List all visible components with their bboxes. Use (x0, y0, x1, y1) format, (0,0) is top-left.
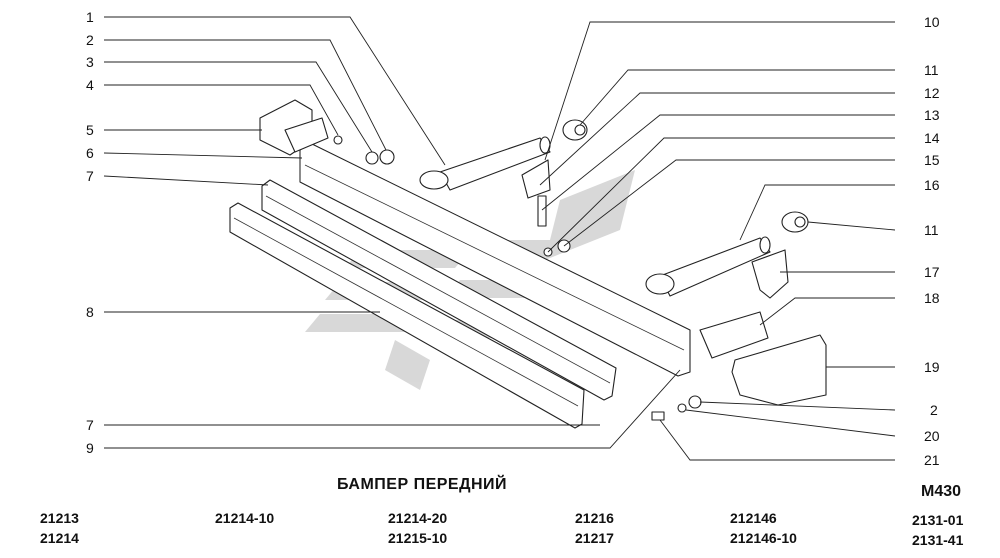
model-code: 21217 (575, 530, 614, 546)
callout-2b: 2 (930, 402, 938, 418)
fasteners-lower (651, 395, 702, 421)
callout-4: 4 (86, 77, 94, 93)
callout-20: 20 (924, 428, 940, 444)
bumper-strip-upper (261, 179, 617, 401)
bracket-left (259, 99, 329, 156)
callout-11b: 11 (924, 222, 939, 238)
callout-2: 2 (86, 32, 94, 48)
leader-lines-left (103, 16, 681, 449)
mounting-tube-left (419, 136, 551, 191)
callout-12: 12 (924, 85, 940, 101)
model-code: 21214 (40, 530, 79, 546)
bumper-end-cap (731, 334, 827, 406)
callout-5: 5 (86, 122, 94, 138)
model-group-3: 21214-20 21215-10 (388, 508, 447, 548)
model-group-5: 212146 212146-10 (730, 508, 797, 548)
model-code: 21215-10 (388, 530, 448, 546)
callout-18: 18 (924, 290, 940, 306)
leader-lines-right (539, 21, 896, 461)
callouts-left: 1 2 3 4 5 6 7 8 7 9 (86, 9, 94, 456)
model-group-2: 21214-10 (215, 508, 274, 528)
rubber-buffer-lower (781, 211, 809, 233)
model-group-1: 21213 21214 (40, 508, 79, 548)
callout-9: 9 (86, 440, 94, 456)
model-group-4: 21216 21217 (575, 508, 614, 548)
model-code: 212146-10 (730, 530, 797, 546)
callout-3: 3 (86, 54, 94, 70)
callout-14: 14 (924, 130, 940, 146)
callout-17: 17 (924, 264, 940, 280)
model-code: 212146 (730, 510, 777, 526)
model-code: 21213 (40, 510, 79, 526)
callout-13: 13 (924, 107, 940, 123)
callout-10: 10 (924, 14, 940, 30)
model-code: 21214-20 (388, 510, 448, 526)
bumper-strip-lower (229, 202, 585, 429)
callouts-right: 10 11 12 13 14 15 16 11 17 18 19 2 20 21 (924, 14, 940, 468)
callout-7b: 7 (86, 417, 94, 433)
fasteners-left (333, 135, 395, 165)
bracket-12 (521, 159, 551, 199)
diagram-code: М430 (921, 483, 962, 500)
callout-15: 15 (924, 152, 940, 168)
callout-19: 19 (924, 359, 940, 375)
model-code: 2131-01 (912, 512, 964, 528)
callout-7: 7 (86, 168, 94, 184)
model-group-6: 2131-01 2131-41 (912, 510, 963, 550)
mounting-tube-right (645, 236, 771, 297)
bracket-17 (751, 249, 789, 299)
callout-16: 16 (924, 177, 940, 193)
rubber-buffer-upper (562, 119, 588, 141)
model-code: 21216 (575, 510, 614, 526)
bracket-18 (699, 311, 769, 359)
callout-1: 1 (86, 9, 94, 25)
callout-6: 6 (86, 145, 94, 161)
callout-21: 21 (924, 452, 940, 468)
callout-8: 8 (86, 304, 94, 320)
diagram-title: БАМПЕР ПЕРЕДНИЙ (337, 476, 508, 493)
model-code: 21214-10 (215, 510, 275, 526)
callout-11: 11 (924, 62, 939, 78)
model-code: 2131-41 (912, 532, 964, 548)
